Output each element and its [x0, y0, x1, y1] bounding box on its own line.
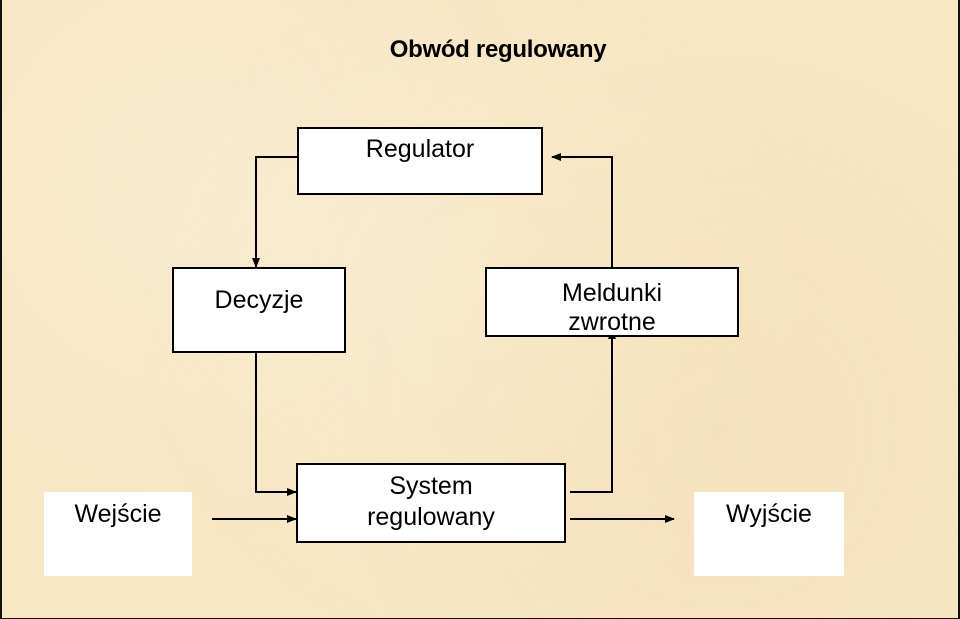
feedback-box: Meldunki zwrotne — [485, 267, 739, 337]
system-label-line-1: System — [389, 472, 473, 500]
input-box: Wejście — [44, 492, 192, 576]
system-box: System regulowany — [296, 463, 566, 543]
diagram-title: Obwód regulowany — [389, 36, 607, 63]
decisions-label: Decyzje — [214, 286, 304, 314]
output-box: Wyjście — [694, 492, 844, 576]
input-label: Wejście — [74, 500, 162, 528]
arrow-decisions-to-system — [255, 352, 297, 496]
arrow-system-to-feedback — [570, 329, 616, 493]
regulator-box: Regulator — [297, 127, 543, 195]
decisions-box: Decyzje — [172, 267, 346, 353]
output-label: Wyjście — [726, 500, 812, 528]
arrow-feedback-to-regulator — [551, 153, 613, 267]
system-label-line-2: regulowany — [367, 503, 495, 531]
arrow-regulator-to-decisions — [252, 156, 297, 268]
feedback-label-line-1: Meldunki — [561, 279, 663, 307]
regulator-label: Regulator — [365, 135, 475, 163]
feedback-label-line-2: zwrotne — [568, 308, 656, 336]
